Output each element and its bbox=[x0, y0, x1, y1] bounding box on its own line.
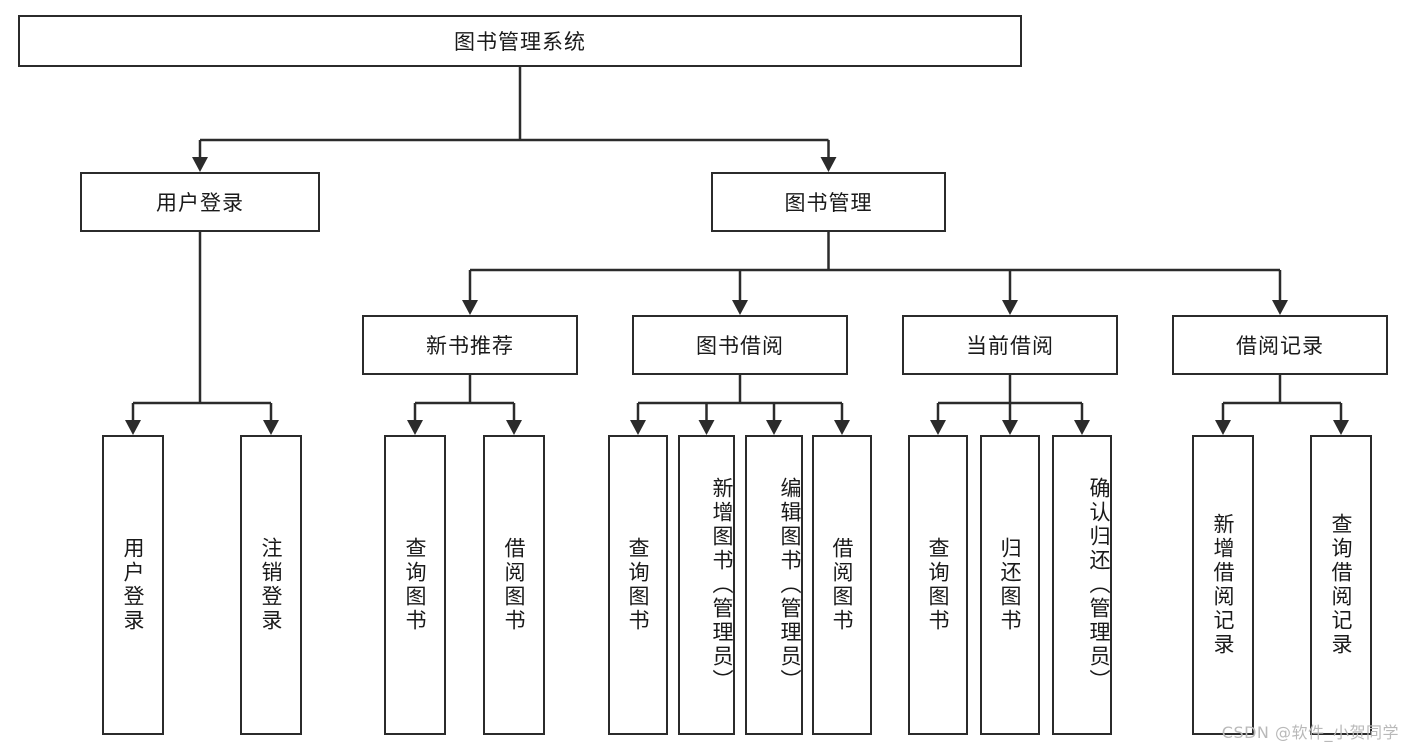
node-leaf-edit-book[interactable]: 编辑图书（管理员） bbox=[745, 435, 803, 735]
node-leaf-query-book-2[interactable]: 查询图书 bbox=[608, 435, 668, 735]
node-label: 注销登录 bbox=[259, 537, 284, 633]
node-label: 查询图书 bbox=[926, 537, 951, 633]
node-label: 图书借阅 bbox=[696, 334, 784, 358]
node-leaf-add-record[interactable]: 新增借阅记录 bbox=[1192, 435, 1254, 735]
node-leaf-return-book[interactable]: 归还图书 bbox=[980, 435, 1040, 735]
node-label: 用户登录 bbox=[121, 537, 146, 633]
node-leaf-confirm-return[interactable]: 确认归还（管理员） bbox=[1052, 435, 1112, 735]
csdn-watermark: CSDN @软件_小贺同学 bbox=[1221, 723, 1399, 742]
node-book-borrow[interactable]: 图书借阅 bbox=[632, 315, 848, 375]
node-label: 新增借阅记录 bbox=[1211, 513, 1236, 657]
node-label: 用户登录 bbox=[156, 191, 244, 215]
node-leaf-query-book-1[interactable]: 查询图书 bbox=[384, 435, 446, 735]
node-borrow-record[interactable]: 借阅记录 bbox=[1172, 315, 1388, 375]
node-root[interactable]: 图书管理系统 bbox=[18, 15, 1022, 67]
node-label: 图书管理系统 bbox=[454, 30, 586, 54]
node-label: 借阅图书 bbox=[830, 537, 855, 633]
node-label: 编辑图书（管理员） bbox=[778, 477, 802, 693]
node-leaf-borrow-book-2[interactable]: 借阅图书 bbox=[812, 435, 872, 735]
node-book-manage[interactable]: 图书管理 bbox=[711, 172, 946, 232]
node-leaf-borrow-book-1[interactable]: 借阅图书 bbox=[483, 435, 545, 735]
node-label: 查询借阅记录 bbox=[1329, 513, 1354, 657]
node-label: 归还图书 bbox=[998, 537, 1023, 633]
node-new-book-recommend[interactable]: 新书推荐 bbox=[362, 315, 578, 375]
node-label: 当前借阅 bbox=[966, 334, 1054, 358]
node-label: 借阅图书 bbox=[502, 537, 527, 633]
node-current-borrow[interactable]: 当前借阅 bbox=[902, 315, 1118, 375]
node-leaf-query-book-3[interactable]: 查询图书 bbox=[908, 435, 968, 735]
node-leaf-add-book[interactable]: 新增图书（管理员） bbox=[678, 435, 735, 735]
node-label: 图书管理 bbox=[784, 191, 873, 215]
node-leaf-user-logout[interactable]: 注销登录 bbox=[240, 435, 302, 735]
node-label: 查询图书 bbox=[626, 537, 651, 633]
node-user-login[interactable]: 用户登录 bbox=[80, 172, 320, 232]
node-label: 确认归还（管理员） bbox=[1087, 477, 1111, 693]
node-leaf-user-login[interactable]: 用户登录 bbox=[102, 435, 164, 735]
node-label: 新增图书（管理员） bbox=[710, 477, 734, 693]
node-label: 查询图书 bbox=[403, 537, 428, 633]
node-label: 借阅记录 bbox=[1236, 334, 1324, 358]
node-leaf-query-record[interactable]: 查询借阅记录 bbox=[1310, 435, 1372, 735]
node-label: 新书推荐 bbox=[426, 334, 514, 358]
